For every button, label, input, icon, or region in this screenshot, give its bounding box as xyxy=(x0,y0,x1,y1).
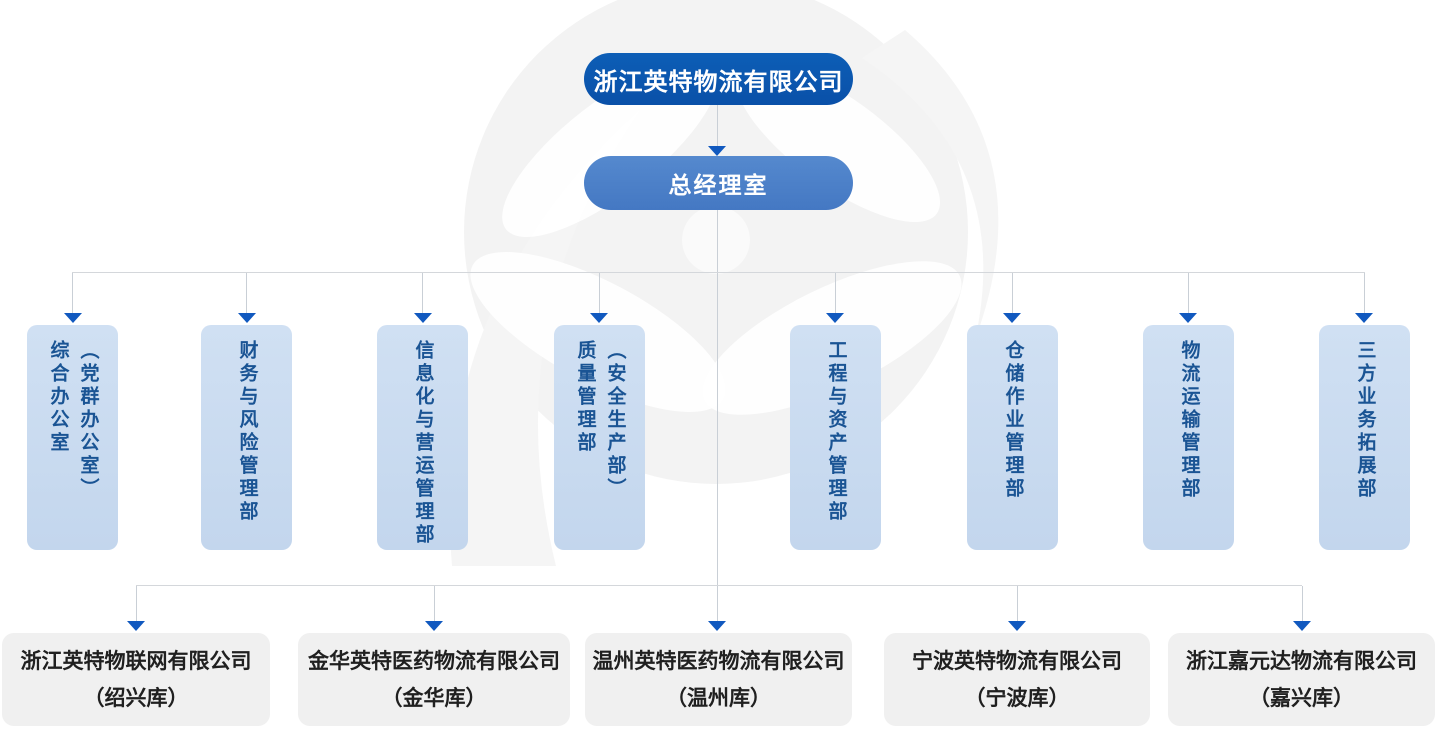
dept-label: 信息化与营运管理部 xyxy=(412,340,434,547)
arrow-down-icon xyxy=(127,621,145,631)
dept-label: 三方业务拓展部 xyxy=(1354,340,1376,501)
node-dept-general-office: 综合办公室 （党群办公室） xyxy=(27,325,118,550)
subsidiary-label: 宁波英特物流有限公司 （宁波库） xyxy=(912,649,1122,710)
node-subsidiary-ningbo: 宁波英特物流有限公司 （宁波库） xyxy=(884,633,1150,726)
connector-stub xyxy=(246,273,247,313)
subsidiary-label: 浙江英特物联网有限公司 （绍兴库） xyxy=(20,649,252,710)
node-subsidiary-shaoxing: 浙江英特物联网有限公司 （绍兴库） xyxy=(2,633,270,726)
connector-stub xyxy=(1188,273,1189,313)
arrow-down-icon xyxy=(1008,621,1026,631)
arrow-down-icon xyxy=(708,621,726,631)
connector-stub xyxy=(136,586,137,621)
dept-label: 质量管理部 （安全生产部） xyxy=(574,340,626,501)
subsidiary-label: 浙江嘉元达物流有限公司 （嘉兴库） xyxy=(1186,649,1417,710)
arrow-down-icon xyxy=(425,621,443,631)
dept-label: 仓储作业管理部 xyxy=(1002,340,1024,501)
subsidiary-label: 金华英特医药物流有限公司 （金华库） xyxy=(308,649,560,710)
arrow-down-icon xyxy=(826,313,844,323)
subsidiary-label: 温州英特医药物流有限公司 （温州库） xyxy=(592,649,845,710)
node-gm-office: 总经理室 xyxy=(584,156,853,210)
node-dept-third-party-business: 三方业务拓展部 xyxy=(1319,325,1410,550)
arrow-down-icon xyxy=(1293,621,1311,631)
arrow-down-icon xyxy=(1179,313,1197,323)
connector-stub xyxy=(1302,586,1303,621)
connector-stub xyxy=(1012,273,1013,313)
arrow-down-icon xyxy=(590,313,608,323)
arrow-down-icon xyxy=(64,313,82,323)
arrow-down-icon xyxy=(414,313,432,323)
node-parent-company: 浙江英特物流有限公司 xyxy=(584,53,853,105)
node-dept-warehouse-ops: 仓储作业管理部 xyxy=(967,325,1058,550)
arrow-down-icon xyxy=(238,313,256,323)
dept-label: 工程与资产管理部 xyxy=(825,340,847,524)
arrow-down-icon xyxy=(1003,313,1021,323)
connector-stub xyxy=(422,273,423,313)
node-dept-engineering-assets: 工程与资产管理部 xyxy=(790,325,881,550)
node-subsidiary-jiaxing: 浙江嘉元达物流有限公司 （嘉兴库） xyxy=(1168,633,1435,726)
connector-stub xyxy=(434,586,435,621)
dept-label: 综合办公室 （党群办公室） xyxy=(47,340,99,501)
parent-company-label: 浙江英特物流有限公司 xyxy=(593,68,844,96)
connector-stub xyxy=(717,586,718,621)
gm-office-label: 总经理室 xyxy=(668,172,769,198)
connector-stub xyxy=(1364,273,1365,313)
dept-label: 财务与风险管理部 xyxy=(236,340,258,524)
connector-root-to-gm xyxy=(717,105,718,146)
connector-stub xyxy=(835,273,836,313)
connector-stub xyxy=(1017,586,1018,621)
arrow-down-icon xyxy=(1355,313,1373,323)
connector-department-rail xyxy=(72,272,1365,273)
arrow-down-icon xyxy=(708,146,726,156)
connector-subsidiary-rail xyxy=(136,585,1302,586)
dept-label: 物流运输管理部 xyxy=(1178,340,1200,501)
node-dept-quality-safety: 质量管理部 （安全生产部） xyxy=(554,325,645,550)
connector-stub xyxy=(599,273,600,313)
node-dept-logistics-transport: 物流运输管理部 xyxy=(1143,325,1234,550)
node-subsidiary-wenzhou: 温州英特医药物流有限公司 （温州库） xyxy=(585,633,852,726)
node-dept-it-operations: 信息化与营运管理部 xyxy=(377,325,468,550)
node-subsidiary-jinhua: 金华英特医药物流有限公司 （金华库） xyxy=(298,633,570,726)
connector-stub xyxy=(72,273,73,313)
connector-center-trunk xyxy=(717,210,718,585)
node-dept-finance-risk: 财务与风险管理部 xyxy=(201,325,292,550)
